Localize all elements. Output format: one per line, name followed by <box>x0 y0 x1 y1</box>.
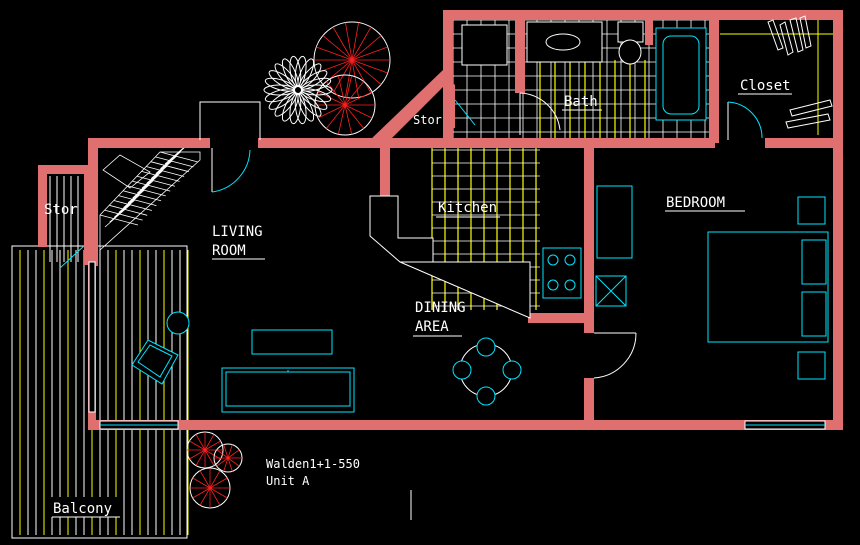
dining-set <box>452 337 522 406</box>
left-storage-deck <box>49 176 79 262</box>
plants <box>186 21 391 509</box>
label-bath: Bath <box>564 94 598 110</box>
title-line-1: Walden1+1-550 <box>266 457 360 471</box>
label-stor-left: Stor <box>44 202 78 218</box>
label-stor-top: Stor <box>413 113 442 127</box>
label-bedroom: BEDROOM <box>666 195 725 211</box>
bath-yellow-lines <box>539 60 646 140</box>
bedroom-furniture <box>707 196 829 380</box>
label-balcony: Balcony <box>53 501 112 517</box>
title-line-2: Unit A <box>266 474 310 488</box>
kitchen-appliances <box>542 185 633 307</box>
balcony-deck <box>11 245 189 539</box>
stairs <box>99 141 201 251</box>
label-dining-1: DINING <box>415 300 466 316</box>
label-living-2: ROOM <box>212 243 246 259</box>
label-living-1: LIVING <box>212 224 263 240</box>
label-dining-2: AREA <box>415 319 449 335</box>
bath-fixtures <box>461 21 707 121</box>
label-closet: Closet <box>740 78 791 94</box>
windows <box>88 261 826 430</box>
room-labels: Bath Closet Stor Stor Kitchen BEDROOM LI… <box>44 78 792 518</box>
doors <box>59 92 763 379</box>
label-kitchen: Kitchen <box>438 200 497 216</box>
closet-contents <box>720 15 833 135</box>
living-furniture <box>131 311 355 413</box>
entry-outline <box>199 101 261 140</box>
title-block: Walden1+1-550 Unit A <box>266 457 412 520</box>
kitchen-counter <box>369 195 531 319</box>
